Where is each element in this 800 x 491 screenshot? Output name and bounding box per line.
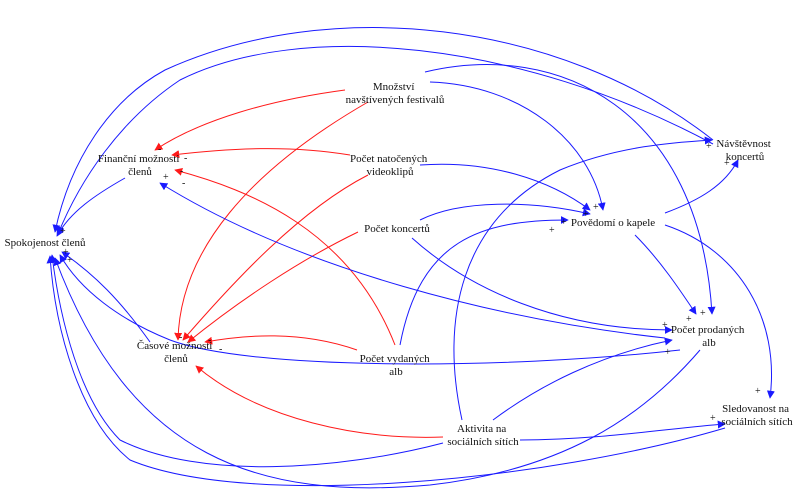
link-aktivita-prodanych[interactable] [492,337,673,421]
link-natocenych-povedomi[interactable] [419,163,591,211]
node-sledovanost[interactable]: Sledovanost na sociálních sítích [721,403,793,428]
polarity-plus: + [583,209,589,220]
link-vydanych-povedomi[interactable] [399,216,569,346]
polarity-minus: - [182,178,185,189]
polarity-plus: + [63,247,69,258]
polarity-plus: + [561,217,567,228]
node-natocenych[interactable]: Počet natočených videoklipů [350,153,430,178]
link-casove-spokojenost[interactable] [61,251,151,343]
polarity-minus: - [219,344,222,355]
node-spokojenost[interactable]: Spokojenost členů [5,237,86,249]
polarity-plus: + [710,413,716,424]
link-koncertu-prodanych[interactable] [411,237,673,334]
node-prodanych[interactable]: Počet prodaných alb [671,324,747,349]
link-financni-spokojenost[interactable] [56,177,126,237]
link-povedomi-prodanych[interactable] [634,234,697,315]
polarity-minus: - [180,166,183,177]
link-mnozstvi-financni[interactable] [154,89,346,151]
polarity-plus: + [163,172,169,183]
link-koncertu-povedomi[interactable] [419,203,591,221]
node-povedomi[interactable]: Povědomí o kapele [571,217,655,229]
link-sledovanost-spokojenost[interactable] [46,255,726,487]
node-casove[interactable]: Časové možnosti členů [137,340,215,365]
link-koncertu-casove[interactable] [187,231,359,343]
link-natocenych-casove[interactable] [182,174,369,341]
link-mnozstvi-povedomi[interactable] [429,81,606,211]
polarity-plus: + [706,141,712,152]
polarity-plus: + [665,347,671,358]
link-vydanych-casove[interactable] [204,335,358,351]
link-natocenych-financni[interactable] [171,148,351,159]
link-povedomi-navstevnost[interactable] [664,159,739,214]
node-mnozstvi[interactable]: Množství navštívených festivalů [346,81,445,106]
link-prodanych-spokojenost-low[interactable] [53,257,701,489]
polarity-minus: - [179,332,182,343]
polarity-minus: - [208,335,211,346]
link-mnozstvi-casove[interactable] [174,101,369,341]
node-aktivita[interactable]: Aktivita na sociálních sítích [447,423,519,448]
node-koncertu[interactable]: Počet koncertů [364,223,430,235]
link-povedomi-sledovanost[interactable] [664,224,775,399]
link-prodanych-spokojenost[interactable] [59,254,681,365]
polarity-minus: - [184,153,187,164]
link-navstevnost-spokojenost-mid[interactable] [57,45,714,235]
link-navstevnost-spokojenost-top[interactable] [52,27,714,233]
polarity-plus: + [549,225,555,236]
node-financni[interactable]: Finanční možnosti členů [98,153,182,178]
polarity-plus: + [60,226,66,237]
polarity-marks: + + + - - - + - - - - + + + + + + + + + … [60,141,761,424]
link-aktivita-spokojenost[interactable] [48,254,444,468]
link-mnozstvi-prodanych[interactable] [424,64,716,315]
link-vydanych-financni[interactable] [174,167,396,346]
node-vydanych[interactable]: Počet vydaných alb [360,353,433,378]
polarity-plus: + [724,158,730,169]
polarity-plus: + [755,386,761,397]
variables: Spokojenost členů Finanční možnosti člen… [5,81,794,448]
link-aktivita-casove[interactable] [195,365,444,438]
negative-links [154,89,444,438]
polarity-plus: + [662,320,668,331]
node-navstevnost[interactable]: Návštěvnost koncertů [716,138,773,163]
polarity-plus: + [67,255,73,266]
link-aktivita-sledovanost[interactable] [519,420,726,441]
link-prodanych-financni[interactable] [159,182,666,339]
positive-links [46,27,775,489]
polarity-plus: + [700,308,706,319]
link-aktivita-navstevnost[interactable] [453,136,713,421]
polarity-minus: - [158,144,161,155]
polarity-plus: + [686,314,692,325]
polarity-plus: + [593,202,599,213]
